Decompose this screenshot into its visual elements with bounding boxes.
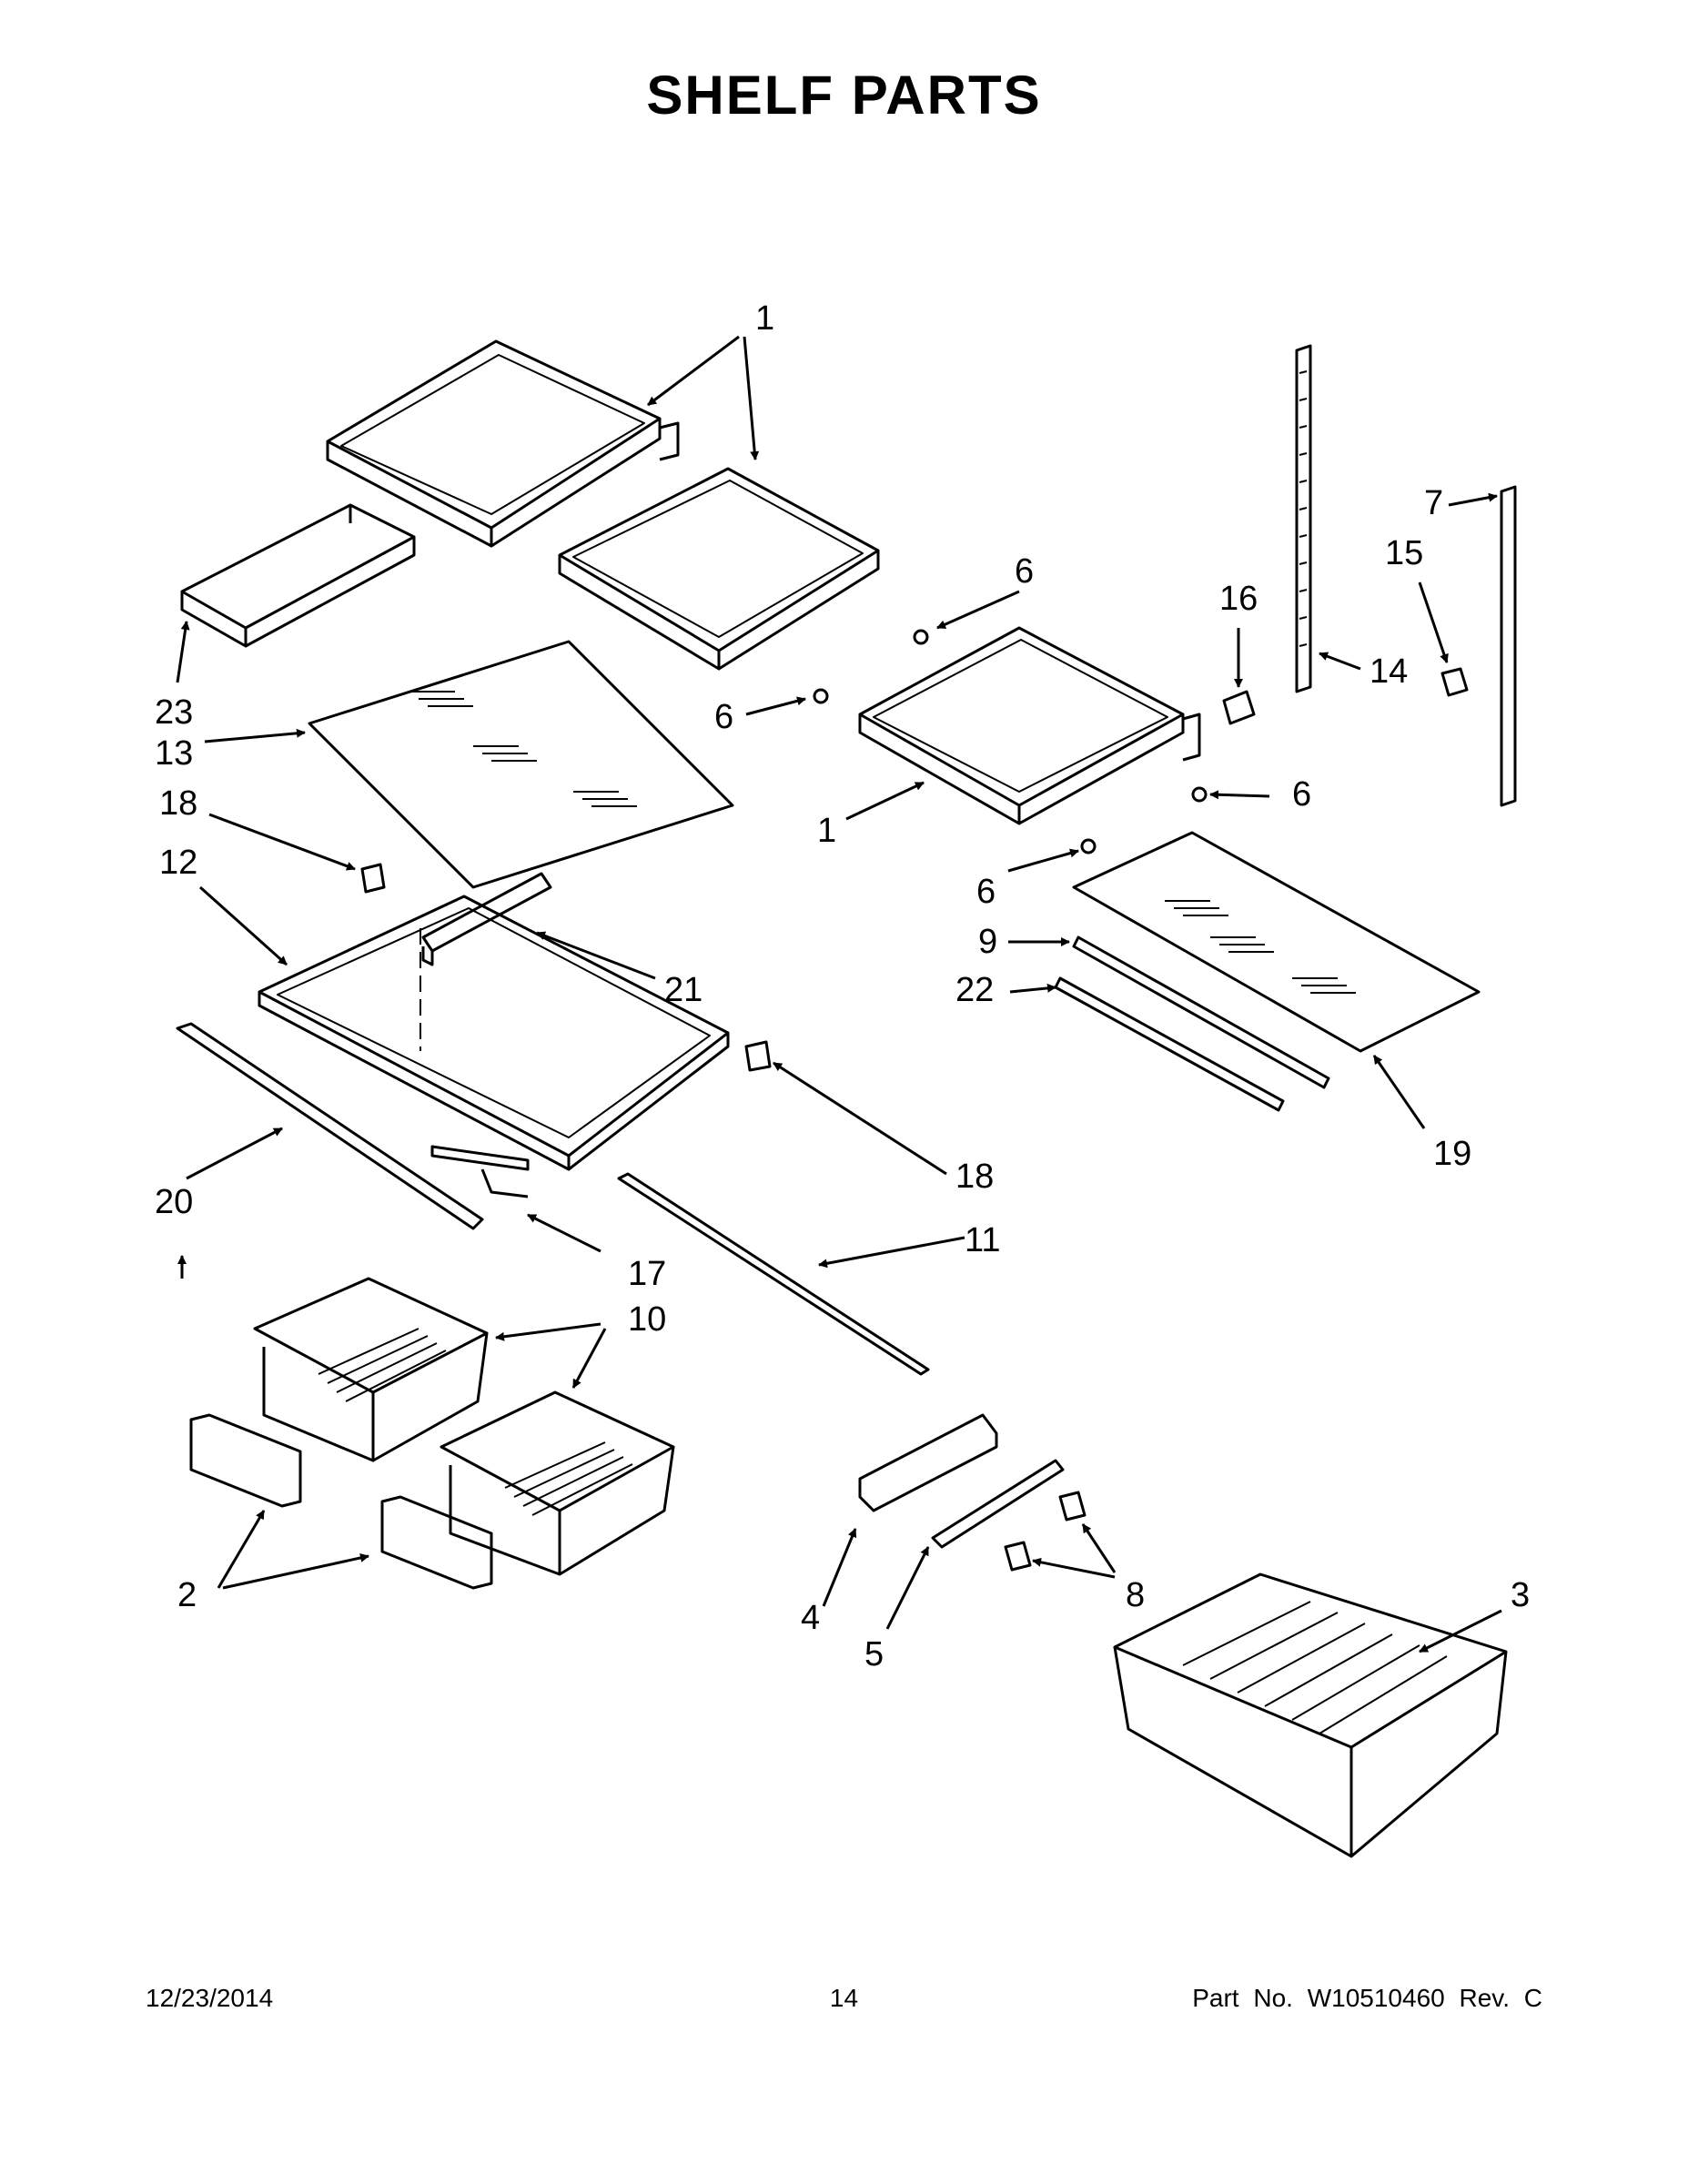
callout-16: 16 <box>1219 580 1258 618</box>
callout-21: 21 <box>664 971 702 1009</box>
callout-6-a: 6 <box>1015 552 1034 591</box>
slide-assembly-part <box>858 1413 998 1512</box>
callout-15: 15 <box>1385 534 1423 572</box>
right-shelf-part <box>858 626 1201 825</box>
vertical-rail-part <box>1295 344 1312 693</box>
handle-right-part <box>380 1495 493 1590</box>
pantry-drawer-part <box>1113 1572 1508 1858</box>
callout-6-b: 6 <box>714 698 733 736</box>
callout-8: 8 <box>1126 1576 1145 1614</box>
callout-22: 22 <box>955 971 994 1009</box>
bolt-right-part <box>1440 667 1469 697</box>
callout-12: 12 <box>159 844 197 882</box>
callout-1-mid: 1 <box>817 812 836 850</box>
crisper-drawer-right-part <box>440 1390 675 1576</box>
footer-part-number: Part No. W10510460 Rev. C <box>1192 1984 1542 2012</box>
callout-23: 23 <box>155 693 193 732</box>
callout-10: 10 <box>628 1300 666 1339</box>
callout-11: 11 <box>965 1221 1000 1259</box>
glass-shelf-right-part <box>1072 831 1481 1053</box>
middle-shelf-part <box>558 467 880 671</box>
front-strip-part <box>176 1022 484 1230</box>
page-title: SHELF PARTS <box>646 65 1042 126</box>
top-shelf-part <box>326 339 680 548</box>
side-rail-part <box>1500 485 1517 807</box>
footer-page-number: 14 <box>829 1984 859 2012</box>
handle-left-part <box>189 1413 302 1508</box>
rod-part <box>617 1172 930 1376</box>
callout-19: 19 <box>1433 1135 1471 1173</box>
crisper-drawer-left-part <box>253 1277 489 1462</box>
callout-6-d: 6 <box>976 873 996 911</box>
footer-date: 12/23/2014 <box>146 1984 274 2012</box>
callout-7: 7 <box>1424 484 1443 522</box>
crisper-frame-part <box>258 895 730 1171</box>
screw-lower-part <box>1004 1541 1032 1572</box>
callout-18-b: 18 <box>955 1158 994 1196</box>
glass-shelf-part <box>308 640 734 889</box>
callout-9: 9 <box>978 923 997 961</box>
callout-6-c: 6 <box>1292 775 1311 814</box>
callout-20: 20 <box>155 1183 193 1221</box>
callout-13: 13 <box>155 734 193 773</box>
callout-17: 17 <box>628 1255 666 1293</box>
screw-parts <box>813 629 1208 854</box>
trim-strip-lower-part <box>1054 976 1285 1112</box>
callout-2: 2 <box>177 1576 197 1614</box>
bolt-left-part <box>1222 690 1256 725</box>
clip-bottom-part <box>744 1040 772 1072</box>
callout-4: 4 <box>801 1599 820 1637</box>
half-shelf-part <box>180 503 416 648</box>
callout-1-top: 1 <box>755 299 774 338</box>
trim-strip-part <box>1072 935 1330 1089</box>
callout-18-a: 18 <box>159 784 197 823</box>
screw-upper-part <box>1058 1491 1087 1522</box>
clip-top-part <box>360 863 386 894</box>
callout-3: 3 <box>1511 1576 1530 1614</box>
callout-14: 14 <box>1370 652 1408 691</box>
slide-rail-part <box>421 872 552 953</box>
callout-5: 5 <box>864 1635 884 1673</box>
bracket-part <box>430 1145 530 1171</box>
slide-part <box>931 1459 1065 1549</box>
